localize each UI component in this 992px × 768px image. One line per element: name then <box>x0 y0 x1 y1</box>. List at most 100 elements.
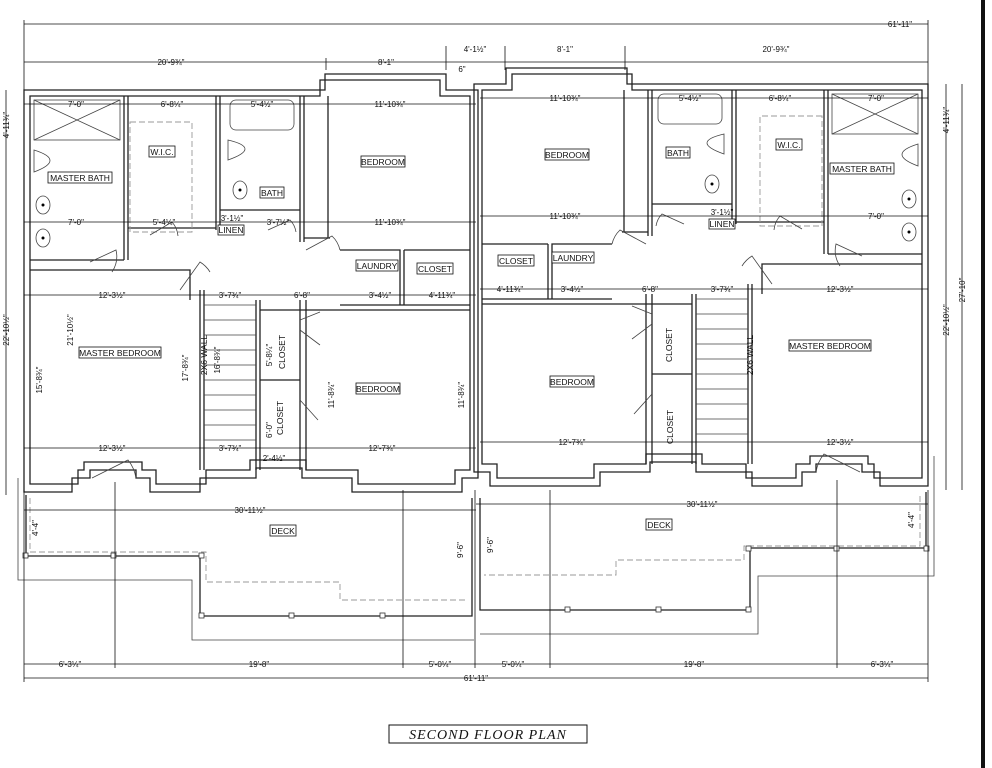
room-label-deck: DECK <box>271 526 295 536</box>
dim: 22'-10½" <box>942 304 951 336</box>
dim: 7'-0" <box>868 94 884 103</box>
dim: 2'-4½" <box>263 454 286 463</box>
dim: 6'-8" <box>294 291 310 300</box>
room-label-laundry: LAUNDRY <box>553 253 594 263</box>
dim: 9'-6" <box>456 542 465 558</box>
dim: 4'-11¾" <box>942 107 951 134</box>
dim: 12'-3½" <box>826 285 853 294</box>
dim: 6'-8¼" <box>161 100 184 109</box>
room-label-deck: DECK <box>647 520 671 530</box>
dim: 4'-4" <box>907 512 916 528</box>
room-label-closet: CLOSET <box>418 264 452 274</box>
dim: 12'-3½" <box>98 444 125 453</box>
dim: 4'-11¾" <box>429 291 456 300</box>
dim: 6'-3¼" <box>59 660 82 669</box>
room-label-linen: LINEN <box>218 225 243 235</box>
room-label-master-bedroom: MASTER BEDROOM <box>789 341 871 351</box>
dim: 19'-8" <box>684 660 705 669</box>
dim: 3'-7¾" <box>219 444 242 453</box>
dim: 3'-7½" <box>267 218 290 227</box>
room-label-wic: W.I.C. <box>150 147 173 157</box>
dim: 11'-10¾" <box>375 100 406 109</box>
dimension-lines <box>5 20 963 682</box>
dim: 3'-7¾" <box>219 291 242 300</box>
unit-walls <box>23 73 479 493</box>
dim: 11'-10¾" <box>550 94 581 103</box>
room-label-linen: LINEN <box>709 219 734 229</box>
dim: 12'-3½" <box>826 438 853 447</box>
dim: 4'-1½" <box>464 45 487 54</box>
dim: 5'-0¼" <box>429 660 452 669</box>
room-label-bath: BATH <box>261 188 283 198</box>
room-label-closet: CLOSET <box>665 410 675 444</box>
dim: 27'-10" <box>958 277 967 302</box>
room-label-bedroom: BEDROOM <box>550 377 594 387</box>
dim: 4'-11¾" <box>497 285 524 294</box>
wall-note: 2X6 WALL <box>199 335 209 376</box>
dim: 11'-8¾" <box>327 382 336 409</box>
frame-edge <box>981 0 985 768</box>
dim: 6'-8" <box>642 285 658 294</box>
dim: 4'-4" <box>31 520 40 536</box>
dim: 3'-4½" <box>561 285 584 294</box>
title-box <box>388 724 588 744</box>
dim: 5'-4½" <box>251 100 274 109</box>
room-label-master-bath: MASTER BATH <box>50 173 110 183</box>
room-label-closet: CLOSET <box>275 401 285 435</box>
room-label-wic: W.I.C. <box>777 140 800 150</box>
deck-outline <box>17 456 935 641</box>
dim: 15'-8¾" <box>35 366 44 393</box>
dim: 6'-8¼" <box>769 94 792 103</box>
room-label-closet: CLOSET <box>499 256 533 266</box>
dim: 3'-4½" <box>369 291 392 300</box>
dim: 5'-0¼" <box>502 660 525 669</box>
dim: 12'-7¾" <box>368 444 395 453</box>
dim: 12'-3½" <box>98 291 125 300</box>
room-label-bedroom: BEDROOM <box>361 157 405 167</box>
dim: 17'-8¾" <box>181 354 190 381</box>
dim: 3'-1½" <box>221 214 244 223</box>
dim-overall-top: 61'-11" <box>888 20 912 29</box>
dim: 11'-10¾" <box>375 218 406 227</box>
dim: 11'-10¾" <box>550 212 581 221</box>
dim: 11'-8¾" <box>457 382 466 409</box>
dim: 5'-8¼" <box>265 344 274 367</box>
room-label-bedroom: BEDROOM <box>356 384 400 394</box>
room-label-closet: CLOSET <box>277 335 287 369</box>
dim: 3'-7¾" <box>711 285 734 294</box>
room-label-laundry: LAUNDRY <box>357 261 398 271</box>
dim: 19'-8" <box>249 660 270 669</box>
dimension-labels: 61'-11" 20'-9¾" 8'-1" 4'-1½" 6" 8'-1" 20… <box>2 20 967 683</box>
dim: 22'-10½" <box>2 314 11 346</box>
dim: 30'-11½" <box>235 506 266 515</box>
dim: 6'-0" <box>265 422 274 438</box>
dim: 3'-1½" <box>711 208 734 217</box>
dim: 20'-9¾" <box>762 45 789 54</box>
dim: 8'-1" <box>557 45 573 54</box>
room-label-bedroom: BEDROOM <box>545 150 589 160</box>
dim: 6'-3¼" <box>871 660 894 669</box>
dim: 7'-0" <box>68 218 84 227</box>
dim: 30'-11½" <box>687 500 718 509</box>
dim: 8'-1" <box>378 58 394 67</box>
dim: 6" <box>458 65 465 74</box>
dim: 5'-4½" <box>679 94 702 103</box>
dim: 7'-0" <box>868 212 884 221</box>
dim: 16'-8¾" <box>213 346 222 373</box>
dim: 5'-4¼" <box>153 218 176 227</box>
room-label-master-bedroom: MASTER BEDROOM <box>79 348 161 358</box>
room-label-closet: CLOSET <box>664 328 674 362</box>
dim: 20'-9¾" <box>157 58 184 67</box>
room-label-bath: BATH <box>667 148 689 158</box>
plan-title: SECOND FLOOR PLAN <box>409 728 567 743</box>
dim-overall-bottom: 61'-11" <box>464 674 488 683</box>
dim: 9'-6" <box>486 537 495 553</box>
dim: 7'-0" <box>68 100 84 109</box>
wall-note: 2X6 WALL <box>745 335 755 376</box>
room-labels: MASTER BATH W.I.C. BATH BEDROOM LINEN LA… <box>47 138 895 537</box>
room-label-master-bath: MASTER BATH <box>832 164 892 174</box>
dim: 12'-7¾" <box>558 438 585 447</box>
dim: 21'-10½" <box>66 314 75 346</box>
dim: 4'-11¾" <box>2 112 11 139</box>
